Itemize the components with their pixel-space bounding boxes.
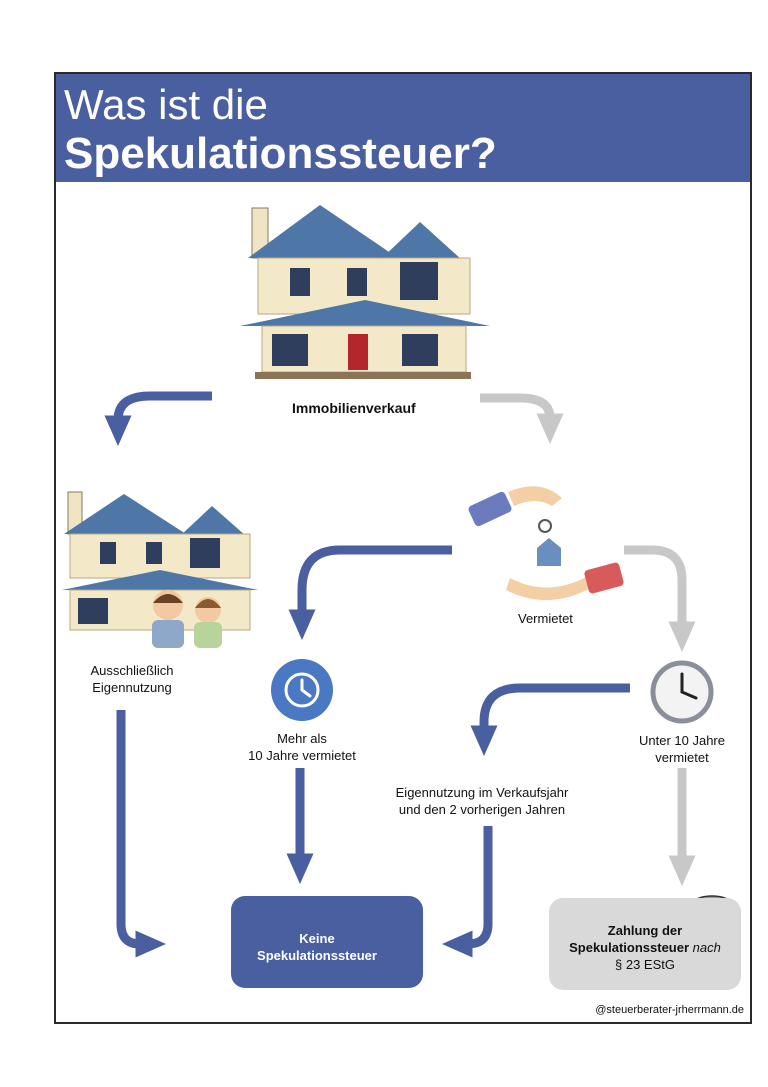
label-sale: Immobilienverkauf [292,400,416,416]
title-banner: Was ist die Spekulationssteuer? [56,74,750,182]
arrow-selfuse-to-no-tax [441,826,493,958]
arrow-rented-to-over10 [288,545,452,641]
clock-icon [271,659,333,721]
title-line-2: Spekulationssteuer? [64,129,497,178]
arrow-to-rented [480,393,564,445]
result-no-tax-text: Keine Spekulationssteuer [257,931,377,963]
hands-key-illustration [468,486,624,601]
result-tax-text: Zahlung der Spekulationssteuer nach § 23… [569,923,721,972]
credit-text: @steuerberater-jrherrmann.de [595,1004,744,1016]
clock-icon [650,660,714,724]
house-family-illustration [62,491,258,648]
result-tax-box [549,898,741,990]
arrow-under10-to-selfuse [470,683,630,757]
result-no-tax-box [231,896,423,988]
title-line-1: Was ist die [64,81,268,128]
arrow-to-owner-use [104,391,212,447]
label-rented: Vermietet [518,611,573,626]
label-self-use: Eigennutzung im Verkaufsjahr und den 2 v… [395,785,569,817]
label-under-10-years: Unter 10 Jahre vermietet [639,733,725,765]
label-owner-use: Ausschließlich Eigennutzung [90,663,174,695]
arrow-owner-to-no-tax [116,710,167,958]
label-over-10-years: Mehr als 10 Jahre vermietet [248,731,356,763]
house-main-illustration [240,205,490,379]
arrow-rented-to-under10 [624,545,696,653]
